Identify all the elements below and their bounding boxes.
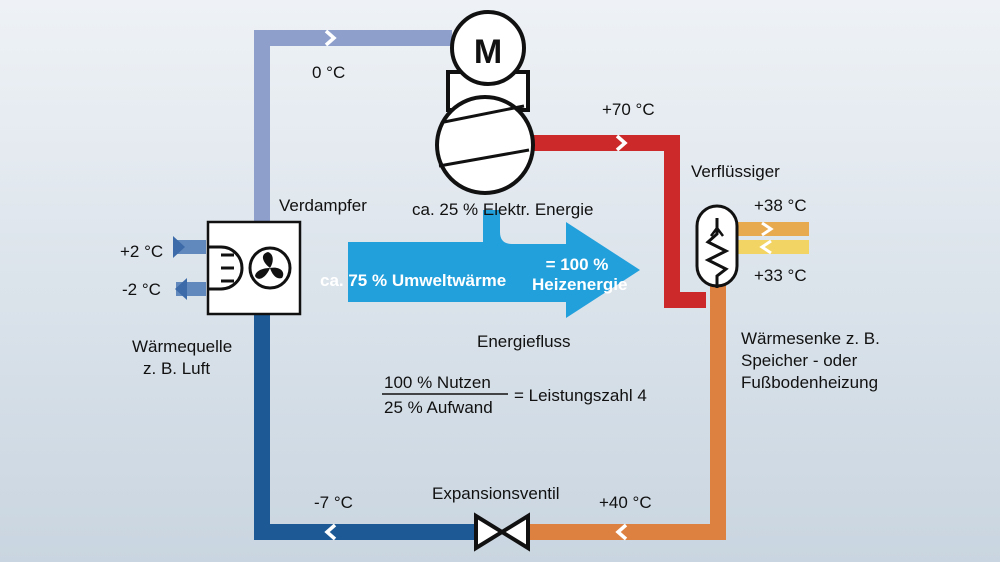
heat-source-label-1: Wärmequelle <box>132 337 233 356</box>
liquid-pipe <box>528 283 726 540</box>
expansion-valve-label: Expansionsventil <box>432 484 560 503</box>
sink-return-strip <box>737 239 809 255</box>
expansion-pipe <box>254 314 474 540</box>
temp-label-plus70: +70 °C <box>602 100 655 119</box>
flow-chevron-icon <box>324 523 337 541</box>
energy-flow-arrow <box>348 210 640 318</box>
expansion-valve-icon <box>474 512 530 552</box>
heat-sink-label-1: Wärmesenke z. B. <box>741 329 880 348</box>
evaporator-label: Verdampfer <box>279 196 367 215</box>
temp-label-plus38: +38 °C <box>754 196 807 215</box>
hot-gas-pipe <box>528 135 706 308</box>
heat-sink-label-2: Speicher - oder <box>741 351 858 370</box>
condenser-label: Verflüssiger <box>691 162 780 181</box>
sink-supply-strip <box>737 221 809 237</box>
compressor-symbol-icon <box>435 95 535 195</box>
source-outflow-arrow <box>175 278 206 300</box>
heat-energy-label-2: Heizenergie <box>532 275 628 294</box>
temp-label-plus40: +40 °C <box>599 493 652 512</box>
temp-label-plus2: +2 °C <box>120 242 164 261</box>
temp-label-minus7: -7 °C <box>314 493 353 512</box>
temp-label-0: 0 °C <box>312 63 346 82</box>
motor-label: M <box>473 33 503 71</box>
ambient-heat-label: ca. 75 % Umweltwärme <box>320 271 507 290</box>
fraction-denominator: 25 % Aufwand <box>384 398 493 417</box>
suction-pipe <box>254 30 452 222</box>
flow-chevron-icon <box>615 134 628 152</box>
evaporator-fan-icon <box>206 220 302 316</box>
temp-label-minus2: -2 °C <box>122 280 161 299</box>
energy-flow-label: Energiefluss <box>477 332 571 351</box>
flow-chevron-icon <box>324 29 337 47</box>
heat-source-label-2: z. B. Luft <box>143 359 211 378</box>
source-inflow-arrow <box>173 236 206 258</box>
flow-chevron-icon <box>615 523 628 541</box>
heat-energy-label-1: = 100 % <box>545 255 609 274</box>
heat-sink-label-3: Fußbodenheizung <box>741 373 879 392</box>
condenser-coil-icon <box>695 204 739 288</box>
electric-energy-label: ca. 25 % Elektr. Energie <box>412 200 594 219</box>
cop-label: = Leistungszahl 4 <box>514 386 647 405</box>
temp-label-plus33: +33 °C <box>754 266 807 285</box>
fraction-numerator: 100 % Nutzen <box>384 373 491 392</box>
